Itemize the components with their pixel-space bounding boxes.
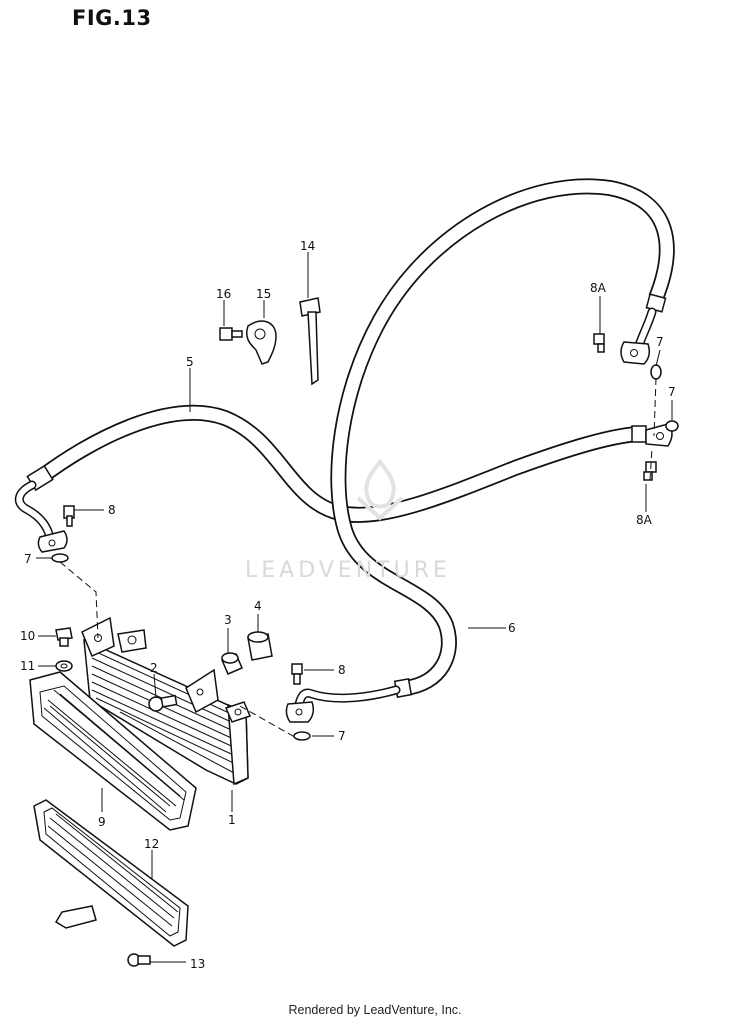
bolt-10[interactable]: [55, 627, 73, 647]
forward-arrow-stamp: FWD: [54, 905, 97, 929]
callout-12: 12: [144, 837, 159, 851]
callout-13: 13: [190, 957, 205, 971]
callout-8-upper: 8: [108, 503, 116, 517]
gasket-7-left[interactable]: [51, 553, 69, 563]
leader-lines: [36, 252, 673, 963]
callout-14: 14: [300, 239, 315, 253]
callout-7-lower: 7: [338, 729, 346, 743]
cooler-cover-9[interactable]: [29, 671, 197, 831]
callout-8a-top: 8A: [590, 281, 607, 295]
callout-7-right: 7: [668, 385, 676, 399]
callout-8a-right: 8A: [636, 513, 653, 527]
leadventure-logo-watermark: [356, 458, 404, 521]
footer-credit: Rendered by LeadVenture, Inc.: [288, 1003, 462, 1017]
callout-2: 2: [150, 661, 158, 675]
clamp-15[interactable]: [245, 320, 277, 365]
cable-tie-14[interactable]: [299, 297, 321, 386]
screw-13[interactable]: [127, 953, 151, 967]
bolt-2[interactable]: [148, 694, 178, 712]
callout-4: 4: [254, 599, 262, 613]
callout-7-left: 7: [24, 552, 32, 566]
callout-11: 11: [20, 659, 35, 673]
bolt-8-upper[interactable]: [63, 505, 75, 527]
stamp-text: FWD: [64, 915, 87, 928]
gasket-7-lower[interactable]: [293, 731, 311, 741]
callout-9: 9: [98, 815, 106, 829]
washer-11[interactable]: [55, 660, 73, 672]
grommet-4[interactable]: [247, 631, 273, 661]
bolt-8a-top[interactable]: [593, 333, 605, 353]
assembly-lines: [59, 377, 657, 741]
callout-16: 16: [216, 287, 231, 301]
callout-5: 5: [186, 355, 194, 369]
bolt-16[interactable]: [219, 327, 243, 341]
gasket-7-right[interactable]: [665, 420, 679, 432]
guard-net-12[interactable]: [33, 799, 189, 947]
callout-7-top: 7: [656, 335, 664, 349]
oil-hose-6[interactable]: [285, 178, 675, 723]
callout-3: 3: [224, 613, 232, 627]
callout-10: 10: [20, 629, 35, 643]
callout-8-lower: 8: [338, 663, 346, 677]
collar-3[interactable]: [221, 652, 243, 675]
callout-1: 1: [228, 813, 236, 827]
figure-title: FIG.13: [72, 6, 152, 30]
watermark-text: LEADVENTURE: [245, 558, 451, 583]
gasket-7-top[interactable]: [650, 364, 662, 380]
bolt-8-lower[interactable]: [291, 663, 303, 685]
callout-6: 6: [508, 621, 516, 635]
callout-15: 15: [256, 287, 271, 301]
